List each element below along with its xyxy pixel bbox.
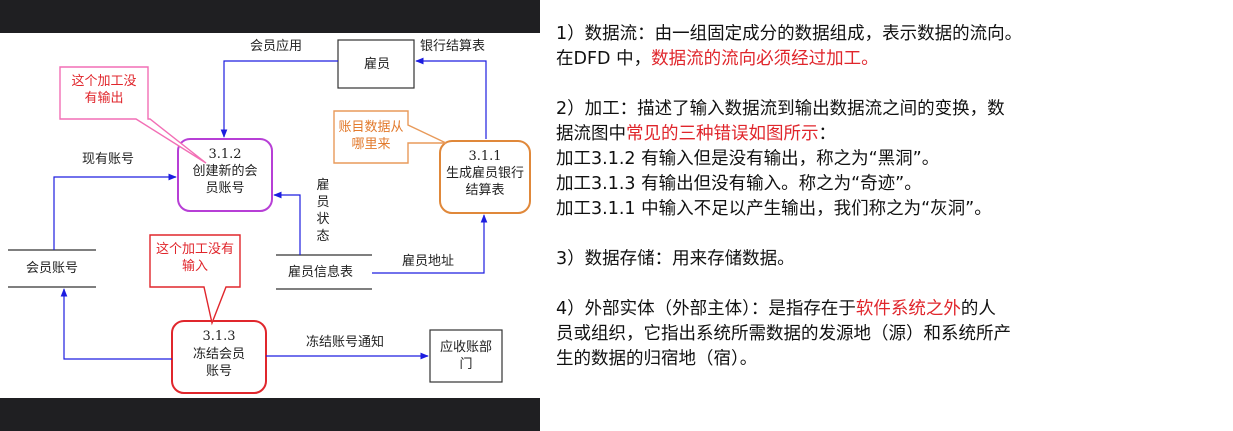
- note-data-store: 3）数据存储：用来存储数据。: [556, 247, 1226, 272]
- callout-no-output-shape: [59, 66, 207, 164]
- label-member-app: 会员应用: [250, 39, 303, 54]
- note-text: ：: [818, 124, 837, 144]
- note-data-flow-line2: 在DFD 中，数据流的流向必须经过加工。: [556, 47, 1226, 72]
- note-process: 2）加工：描述了输入数据流到输出数据流之间的变换，数 据流图中常见的三种错误如图…: [556, 97, 1226, 222]
- employee-entity-box: [337, 39, 415, 89]
- note-external-entity-line3: 生的数据的归宿地（宿）。: [556, 349, 758, 369]
- note-data-flow-line1: 1）数据流：由一组固定成分的数据组成，表示数据的流向。: [556, 24, 1023, 44]
- callout-where-from: 账目数据从哪里来: [338, 120, 404, 152]
- note-process-line2: 据流图中常见的三种错误如图所示：: [556, 122, 1226, 147]
- receivable-entity-box: [429, 329, 503, 383]
- store-member-account: 会员账号: [26, 261, 79, 276]
- note-text: 在DFD 中，: [556, 49, 652, 69]
- note-text: 4）外部实体（外部主体）：是指存在于: [556, 299, 856, 319]
- dfd-diagram: 会员应用 银行结算表 雇员 应收账部门 会员账号 雇员信息表 3.1.2 创建新…: [0, 33, 540, 398]
- note-highlight: 常见的三种错误如图所示: [626, 124, 819, 144]
- store-employee-info: 雇员信息表: [288, 265, 354, 280]
- note-external-entity-line1: 4）外部实体（外部主体）：是指存在于软件系统之外的人: [556, 297, 1226, 322]
- flow-employee-status: [273, 191, 301, 255]
- flow-label-employee-status: 雇员状态: [316, 178, 330, 244]
- flow-employee-address: [372, 214, 488, 274]
- note-process-line3: 加工3.1.2 有输入但是没有输出，称之为“黑洞”。: [556, 149, 940, 169]
- callout-where-from-shape: [333, 110, 447, 164]
- note-process-line5: 加工3.1.1 中输入不足以产生输出，我们称之为“灰洞”。: [556, 199, 992, 219]
- label-bank-stmt: 银行结算表: [420, 39, 486, 54]
- note-highlight: 软件系统之外: [855, 299, 961, 319]
- note-highlight: 数据流的流向必须经过加工。: [651, 49, 879, 69]
- dfd-drawing: [8, 39, 531, 394]
- note-text: 据流图中: [556, 124, 626, 144]
- callout-no-output: 这个加工没有输出: [71, 74, 137, 106]
- note-data-store-line1: 3）数据存储：用来存储数据。: [556, 249, 795, 269]
- process-313-box: [171, 320, 267, 394]
- note-text: 的人: [960, 299, 996, 319]
- process-313-name: 冻结会员账号: [192, 347, 245, 379]
- note-process-line1: 2）加工：描述了输入数据流到输出数据流之间的变换，数: [556, 99, 1005, 119]
- flow-label-existing-account: 现有账号: [82, 152, 135, 167]
- note-process-line4: 加工3.1.3 有输出但没有输入。称之为“奇迹”。: [556, 174, 922, 194]
- process-313-id: 3.1.3: [202, 329, 236, 344]
- entity-employee: 雇员: [364, 57, 391, 72]
- flow-member-app: [220, 60, 338, 138]
- note-external-entity-line2: 员或组织，它指出系统所需数据的发源地（源）和系统所产: [556, 324, 1011, 344]
- note-data-flow: 1）数据流：由一组固定成分的数据组成，表示数据的流向。 在DFD 中，数据流的流…: [556, 22, 1226, 72]
- flow-freeze-to-store: [60, 288, 172, 360]
- process-311-box: [439, 140, 531, 214]
- flow-label-freeze-notice: 冻结账号通知: [306, 335, 385, 350]
- flow-existing-account: [53, 173, 177, 250]
- process-312-name: 创建新的会员账号: [192, 164, 258, 196]
- flow-label-employee-address: 雇员地址: [402, 254, 455, 269]
- entity-receivable: 应收账部门: [439, 340, 492, 372]
- note-external-entity: 4）外部实体（外部主体）：是指存在于软件系统之外的人 员或组织，它指出系统所需数…: [556, 297, 1226, 372]
- process-312-box: [177, 138, 273, 212]
- process-312-id: 3.1.2: [208, 147, 242, 162]
- callout-no-input: 这个加工没有输入: [156, 242, 235, 274]
- notes-panel: 1）数据流：由一组固定成分的数据组成，表示数据的流向。 在DFD 中，数据流的流…: [556, 22, 1226, 372]
- process-311-name: 生成雇员银行结算表: [445, 166, 524, 198]
- process-311-id: 3.1.1: [468, 149, 502, 164]
- callout-no-input-shape: [149, 234, 241, 326]
- flow-bank-stmt: [415, 57, 487, 139]
